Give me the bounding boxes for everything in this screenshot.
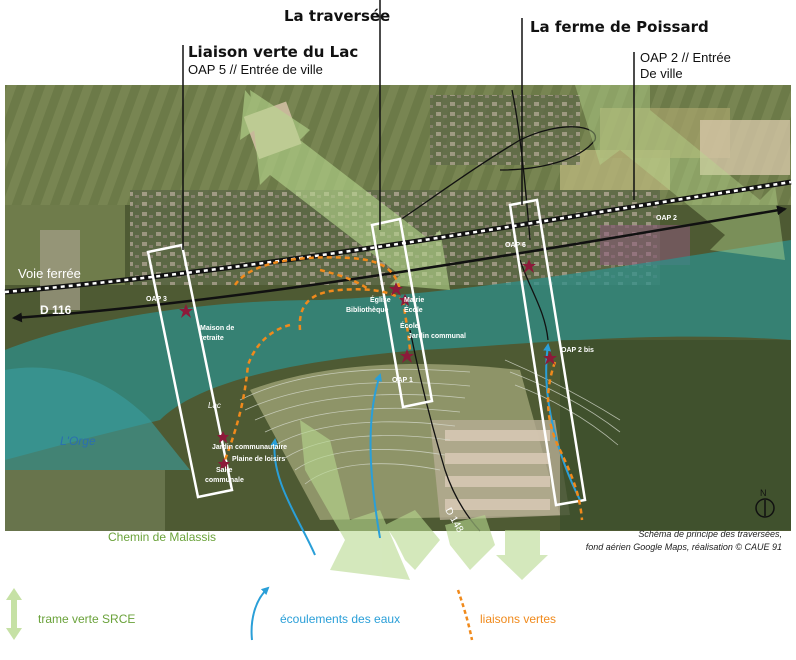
label-oap2bis: OAP 2 bis <box>561 347 594 354</box>
subtitle-oap2-line2: De ville <box>640 66 683 81</box>
label-jardin-comm: Jardin communautaire <box>212 444 287 451</box>
poi-markers <box>179 259 557 470</box>
label-mairie-1: Mairie <box>404 297 424 304</box>
marker-eglise <box>389 282 403 296</box>
frame-ferme <box>508 198 587 507</box>
label-eglise-1: Église <box>370 295 391 304</box>
traversee-frames <box>146 198 587 507</box>
legend-ecoulements-label: écoulements des eaux <box>280 612 401 626</box>
marker-oap6 <box>522 259 536 273</box>
legend-trame-label: trame verte SRCE <box>38 612 136 626</box>
d116-road <box>12 205 787 323</box>
label-oap6: OAP 6 <box>505 242 526 249</box>
label-ecole-1: École <box>400 321 419 330</box>
marker-jardin <box>217 431 229 443</box>
label-voie-ferree: Voie ferrée <box>18 266 81 281</box>
label-eglise-2: Bibliothèque <box>346 307 388 314</box>
legend-ecoulements-symbol <box>250 586 270 641</box>
marker-oap2bis <box>543 351 557 365</box>
marker-oap3 <box>179 304 193 318</box>
title-liaison-lac: Liaison verte du Lac <box>188 43 359 61</box>
label-plaine: Plaine de loisirs <box>232 456 285 463</box>
marker-salle <box>218 458 230 470</box>
subtitle-oap5: OAP 5 // Entrée de ville <box>188 62 323 77</box>
label-oap2: OAP 2 <box>656 215 677 222</box>
subtitle-oap2-line1: OAP 2 // Entrée <box>640 50 731 65</box>
frame-oap3 <box>146 243 234 499</box>
ecoulements-arrows <box>270 343 581 556</box>
marker-oap1 <box>400 349 414 363</box>
label-oap3: OAP 3 <box>146 296 167 303</box>
legend-liaisons-label: liaisons vertes <box>480 612 557 626</box>
title-traversee: La traversée <box>284 7 391 25</box>
credit-line-1: Schéma de principe des traversées, <box>638 529 782 539</box>
marker-mairie <box>399 294 411 306</box>
label-lac: Lac <box>208 401 221 410</box>
title-leader-lines <box>182 0 635 250</box>
label-mairie-2: École <box>404 305 423 314</box>
label-oap1: OAP 1 <box>392 377 413 384</box>
label-orge: L'Orge <box>60 434 96 448</box>
legend-trame-symbol <box>6 588 22 640</box>
label-maison-1: Maison de <box>200 325 234 332</box>
label-salle-2: communale <box>205 477 244 484</box>
label-d116: D 116 <box>40 303 72 317</box>
label-salle-1: Salle <box>216 467 232 474</box>
north-label: N <box>760 488 767 498</box>
label-maison-2: retraite <box>200 335 224 342</box>
north-arrow: N <box>755 488 775 518</box>
frame-traversee <box>370 217 434 409</box>
legend-liaisons-symbol <box>456 589 474 641</box>
label-chemin-malassis: Chemin de Malassis <box>108 530 217 544</box>
label-ecole-2: Jardin communal <box>408 333 466 340</box>
title-ferme-poissard: La ferme de Poissard <box>530 18 709 36</box>
credit-line-2: fond aérien Google Maps, réalisation © C… <box>585 542 782 552</box>
